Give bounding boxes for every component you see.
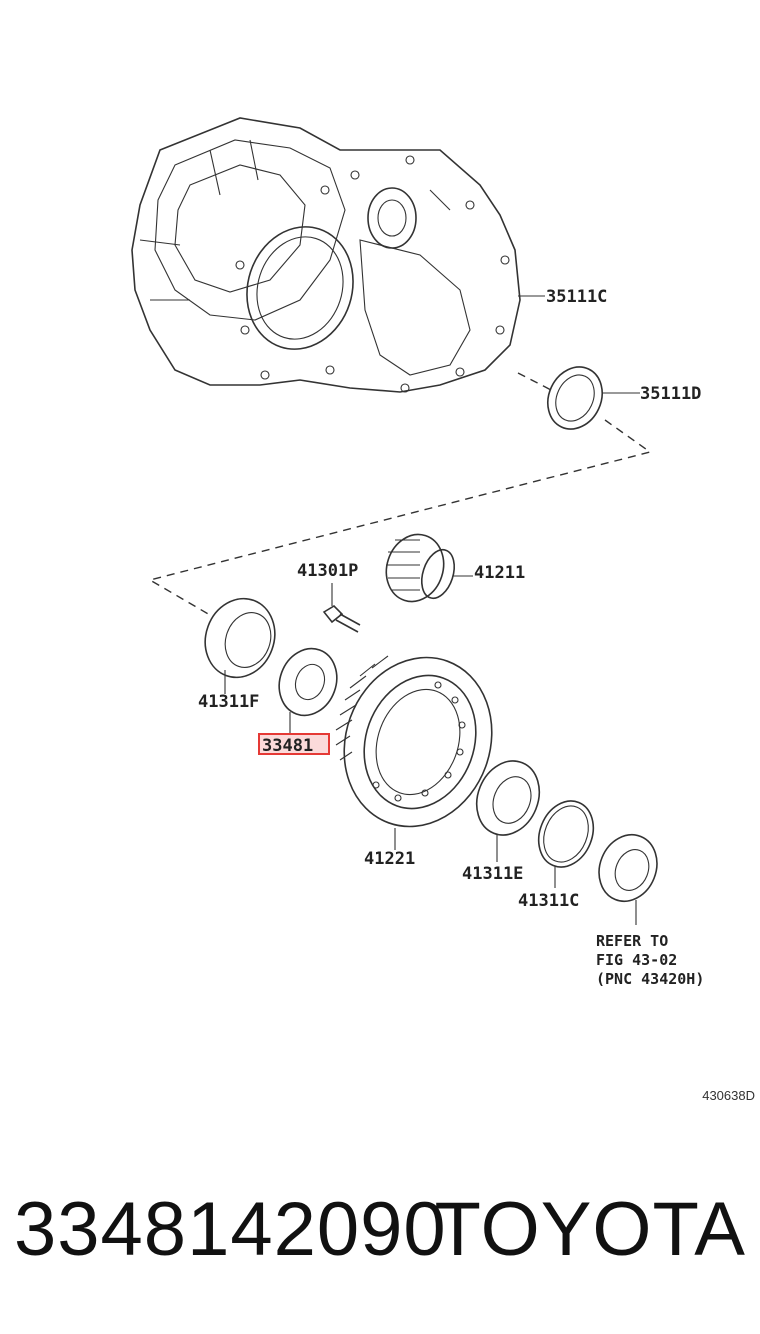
part-number: 3348142090 [14,1187,447,1272]
ring-gear-drawing [335,655,493,828]
transaxle-case-drawing [131,117,521,393]
label-41221: 41221 [364,849,415,869]
highlight-box[interactable] [258,733,330,755]
footer: 3348142090 TOYOTA [0,1180,760,1290]
illustration-code: 430638D [702,1088,755,1103]
bearing-right-drawing [475,760,541,836]
washer-drawing [278,647,338,717]
label-35111c: 35111C [546,287,607,307]
label-41311f: 41311F [198,692,259,712]
parts-diagram: 35111C 35111D 41211 41301P 41311F 33481 [131,117,755,1103]
label-35111d: 35111D [640,384,701,404]
bearing-left-drawing [204,597,276,679]
refer-note-line1: REFER TO [596,932,668,950]
refer-note-line2: FIG 43-02 [596,951,677,969]
reference-bearing-drawing [598,833,658,903]
label-41211: 41211 [474,563,525,583]
brand-name: TOYOTA [434,1187,746,1272]
oil-seal-drawing [547,366,603,430]
bolt-drawing [322,604,361,633]
refer-note-line3: (PNC 43420H) [596,970,704,988]
label-41301p: 41301P [297,561,358,581]
label-41311c: 41311C [518,891,579,911]
bearing-race-drawing [537,800,595,868]
label-33481: 33481 [262,736,313,756]
label-41311e: 41311E [462,864,523,884]
pinion-gear-drawing [385,533,456,603]
